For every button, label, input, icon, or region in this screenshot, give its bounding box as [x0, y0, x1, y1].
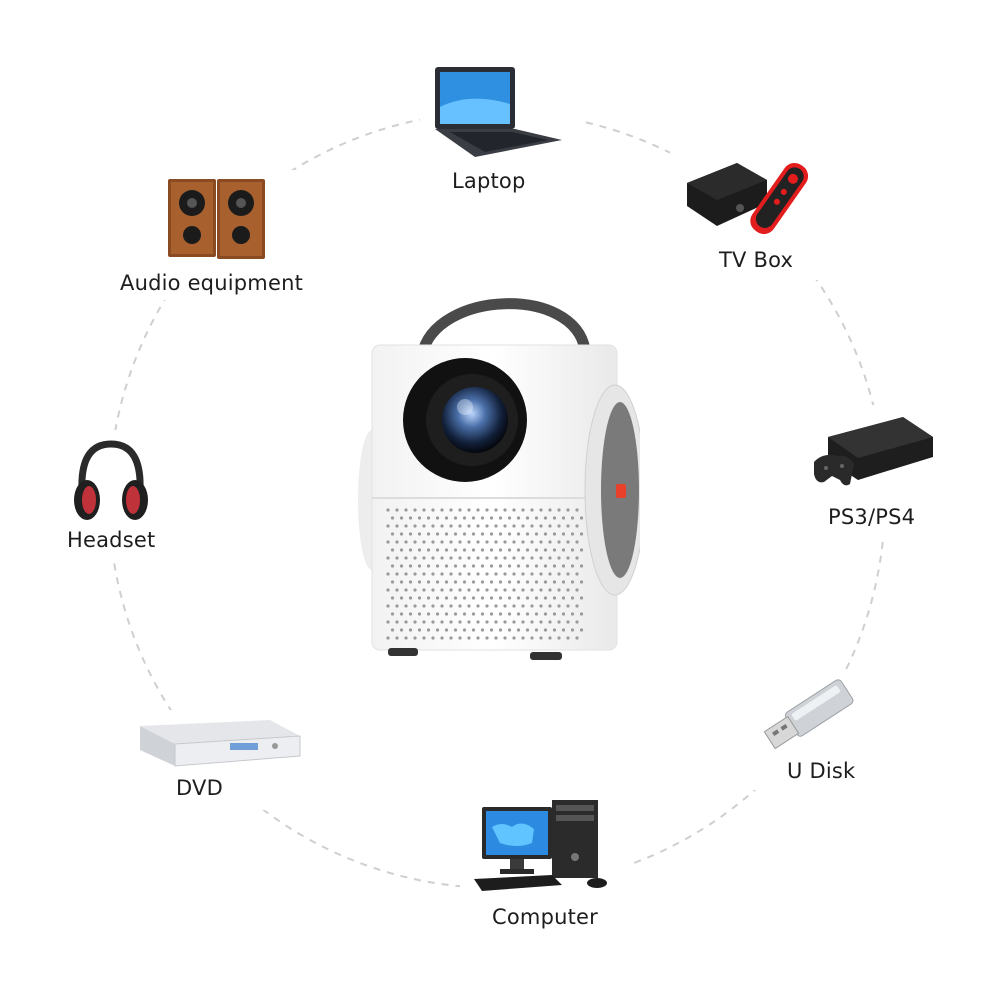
desktop-computer-icon — [472, 797, 622, 897]
device-label-u-disk: U Disk — [787, 759, 856, 783]
headphones-icon — [70, 436, 152, 524]
game-console-icon — [808, 412, 938, 494]
device-label-audio-equipment: Audio equipment — [120, 271, 304, 295]
device-label-computer: Computer — [492, 905, 598, 929]
dvd-player-icon — [135, 718, 305, 773]
speakers-icon — [165, 175, 269, 263]
device-label-headset: Headset — [67, 528, 156, 552]
projector-icon: /* placeholder */ — [340, 280, 646, 680]
device-label-laptop: Laptop — [452, 169, 526, 193]
tv-box-icon — [682, 158, 832, 243]
laptop-icon — [430, 62, 570, 162]
device-label-dvd: DVD — [176, 776, 223, 800]
usb-drive-icon — [758, 672, 863, 757]
device-label-ps3-ps4: PS3/PS4 — [828, 505, 916, 529]
device-label-tv-box: TV Box — [719, 248, 794, 272]
